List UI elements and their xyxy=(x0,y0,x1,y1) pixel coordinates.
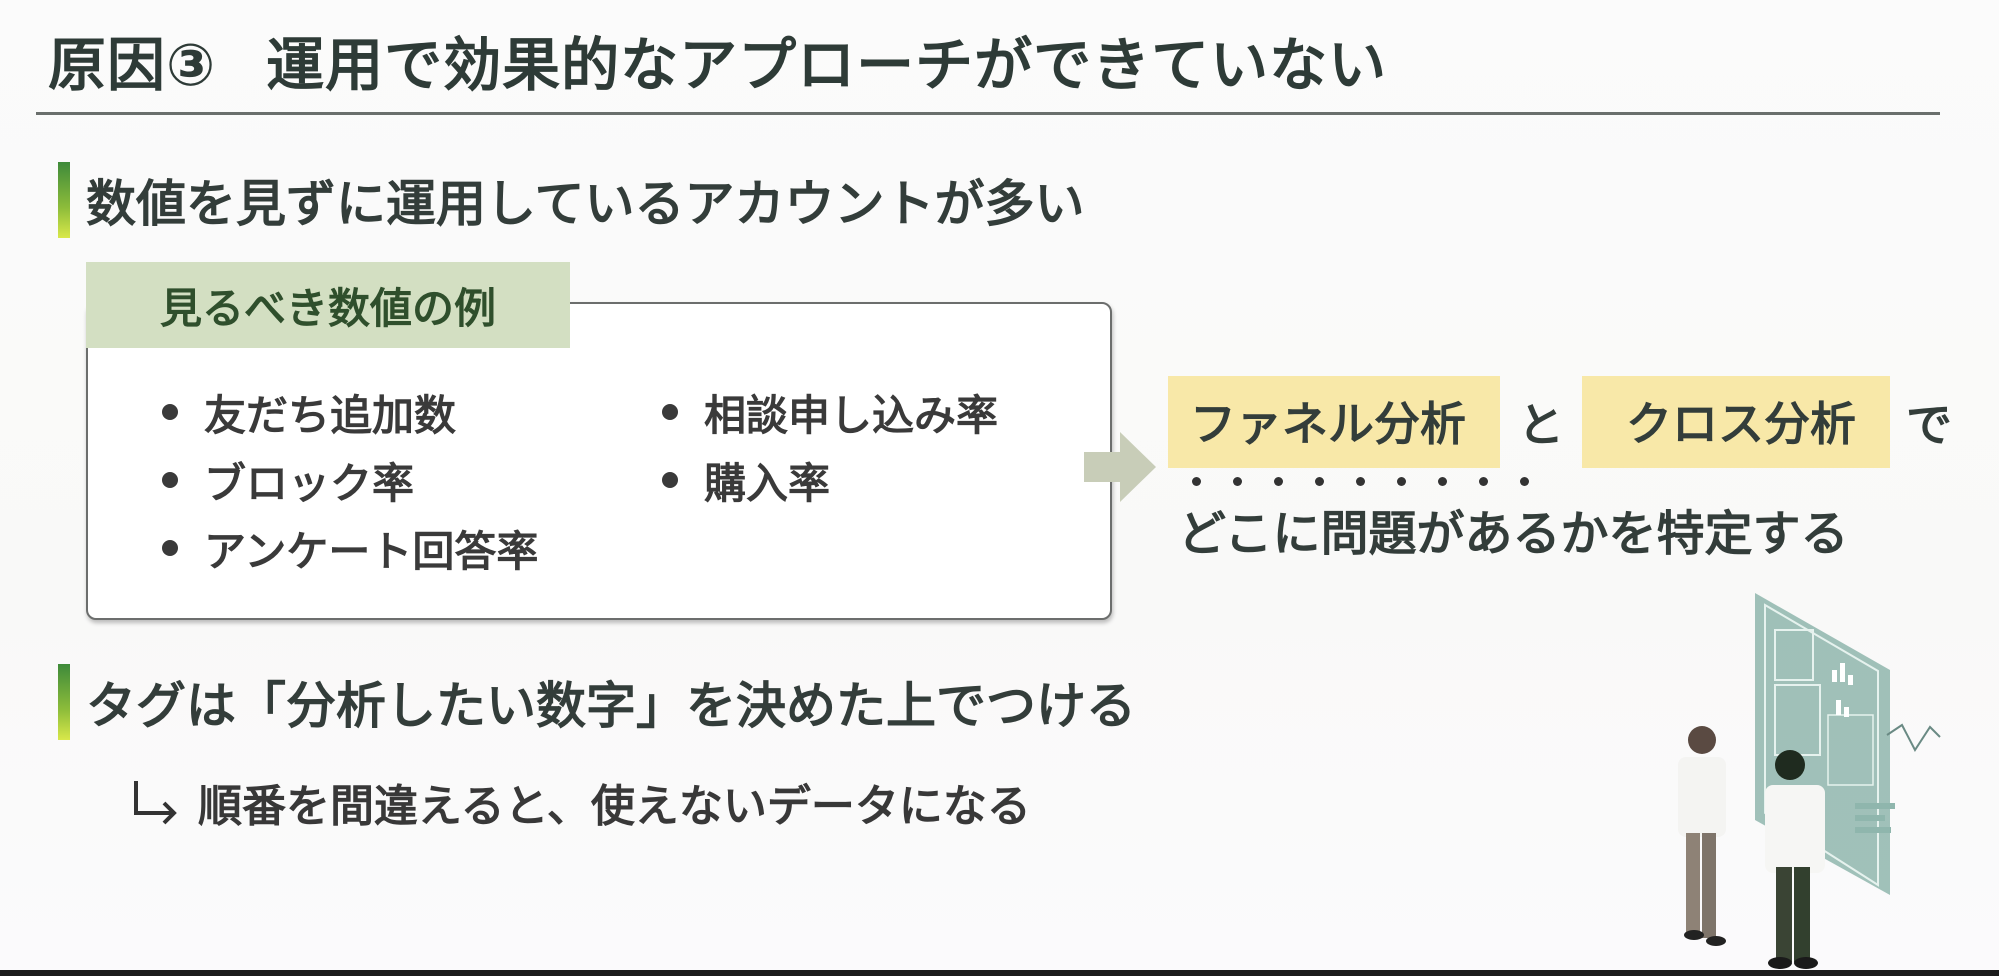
metrics-box xyxy=(86,302,1112,620)
bullet-icon xyxy=(162,472,178,488)
suffix-text: で xyxy=(1906,398,1952,452)
corner-arrow-icon xyxy=(134,781,177,825)
emphasized-conclusion: どこに問題があるかを特定する xyxy=(1178,506,1849,562)
title-divider xyxy=(36,112,1940,115)
metrics-list-col1: 友だち追加数 ブロック率 アンケート回答率 xyxy=(162,378,538,582)
section-2-note-text: 順番を間違えると、使えないデータになる xyxy=(198,781,1031,832)
list-item: 友だち追加数 xyxy=(162,378,538,446)
bullet-icon xyxy=(162,540,178,556)
bullet-icon xyxy=(662,472,678,488)
metrics-box-label: 見るべき数値の例 xyxy=(86,262,570,348)
title-number: 原因③ xyxy=(48,31,217,99)
bottom-bar xyxy=(0,970,1999,976)
accent-bar xyxy=(58,664,70,740)
list-item: アンケート回答率 xyxy=(162,514,538,582)
emphasis-dots xyxy=(1192,477,1529,486)
list-item: 購入率 xyxy=(662,446,998,514)
title-text: 運用で効果的なアプローチができていない xyxy=(266,31,1388,99)
slide-title: 原因③ 運用で効果的なアプローチができていない xyxy=(48,18,1387,102)
metrics-list-col2: 相談申し込み率 購入率 xyxy=(662,378,998,514)
conclusion-line: ファネル分析 と クロス分析 で xyxy=(1168,376,1952,468)
list-item: 相談申し込み率 xyxy=(662,378,998,446)
section-heading-1-text: 数値を見ずに運用しているアカウントが多い xyxy=(86,175,1085,233)
bullet-icon xyxy=(662,404,678,420)
section-2-note: 順番を間違えると、使えないデータになる xyxy=(130,770,1031,834)
section-heading-2-text: タグは「分析したい数字」を決めた上でつける xyxy=(86,677,1136,735)
right-arrow-icon xyxy=(1084,432,1156,502)
section-heading-1: 数値を見ずに運用しているアカウントが多い xyxy=(58,162,1085,238)
highlight-cross-analysis: クロス分析 xyxy=(1582,376,1890,468)
accent-bar xyxy=(58,162,70,238)
highlight-funnel-analysis: ファネル分析 xyxy=(1168,376,1500,468)
connector-text: と xyxy=(1518,398,1564,452)
two-people-looking-at-dashboard-illustration xyxy=(1678,593,1941,969)
bullet-icon xyxy=(162,404,178,420)
list-item: ブロック率 xyxy=(162,446,538,514)
section-heading-2: タグは「分析したい数字」を決めた上でつける xyxy=(58,664,1136,740)
